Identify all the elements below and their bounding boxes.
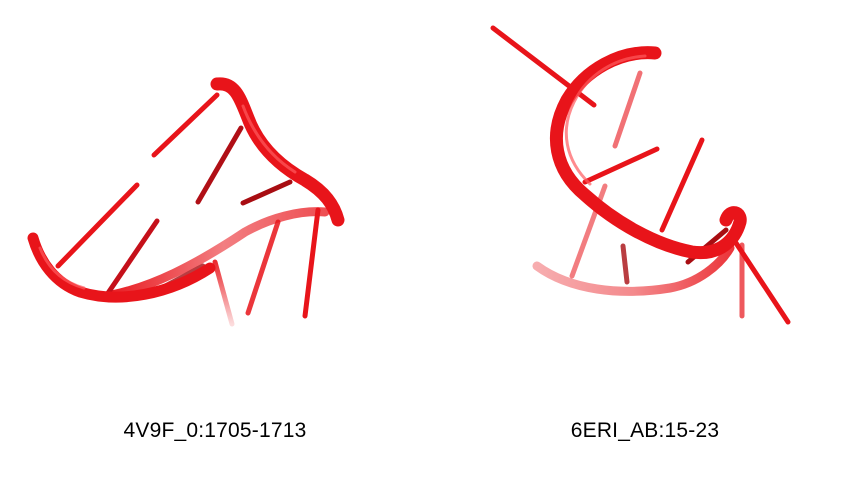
base-sticks-front (55, 92, 293, 299)
rna-structure-image-left (27, 77, 345, 327)
structure-caption-left: 4V9F_0:1705-1713 (123, 419, 307, 442)
backbone-upper-segment (210, 77, 345, 227)
structure-panel-right: 6ERI_AB:15-23 (430, 0, 860, 480)
base-sticks-back (569, 70, 745, 319)
structure-panel-left: 4V9F_0:1705-1713 (27, 77, 345, 442)
backbone-front-segment (27, 232, 216, 303)
structure-caption-right: 6ERI_AB:15-23 (570, 419, 720, 442)
backbone-front-segment (549, 46, 747, 260)
backbone-back-segment (95, 207, 330, 302)
rna-structure-image-right (490, 25, 791, 325)
backbone-back-segment (532, 243, 735, 296)
